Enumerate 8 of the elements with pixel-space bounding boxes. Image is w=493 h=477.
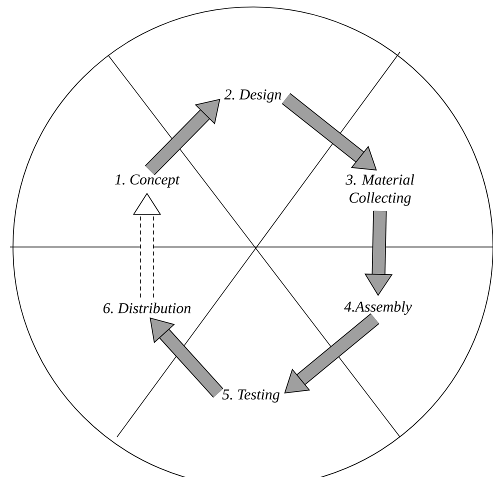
step-label: 3. Material Collecting bbox=[346, 174, 414, 206]
block-arrow bbox=[284, 313, 380, 394]
step-label: 1. Concept bbox=[115, 174, 180, 188]
block-arrow bbox=[144, 98, 220, 176]
step-label: 5. Testing bbox=[222, 389, 280, 403]
step-label: 2. Design bbox=[224, 89, 282, 103]
step-label: 4.Assembly bbox=[344, 301, 412, 315]
step-label: 6. Distribution bbox=[103, 302, 191, 314]
